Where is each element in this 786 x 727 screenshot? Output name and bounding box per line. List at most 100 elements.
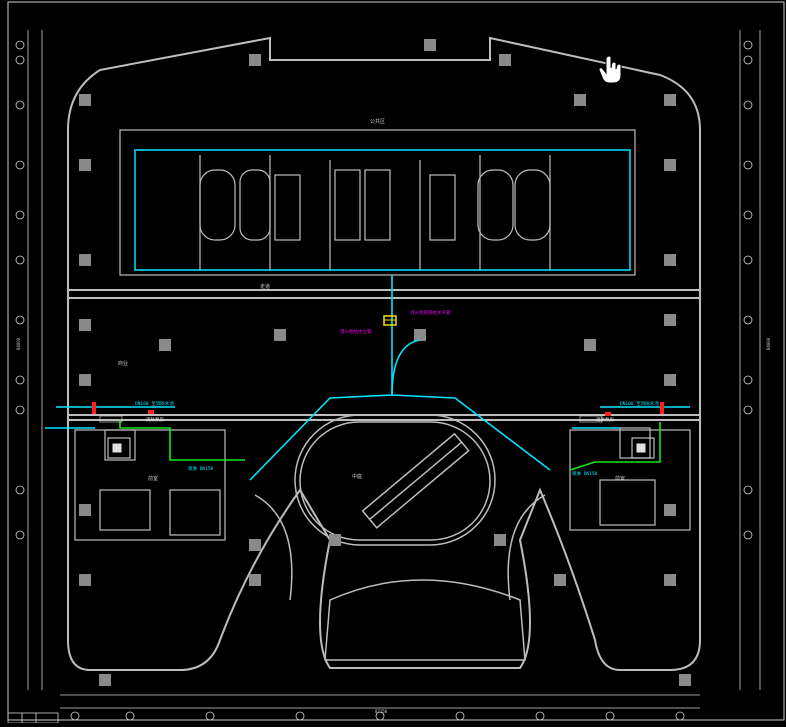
column: [79, 94, 91, 106]
column: [499, 54, 511, 66]
building-outline: [67, 36, 701, 671]
axis-bubble: [15, 530, 25, 540]
axis-bubble: [675, 711, 685, 721]
pump-box-left: [107, 437, 131, 459]
column: [554, 574, 566, 586]
axis-bubble: [15, 210, 25, 220]
pump-box-right: [631, 437, 655, 459]
axis-bubble: [743, 210, 753, 220]
axis-bubble: [743, 255, 753, 265]
riser-valve: [383, 315, 397, 326]
column: [79, 254, 91, 266]
column: [664, 159, 676, 171]
magenta-annotations: 消火栓系统给水干管 消火栓给水立管: [340, 309, 451, 335]
column: [79, 374, 91, 386]
column: [664, 254, 676, 266]
cyan-note-right: DN100 至消防水池: [620, 400, 659, 407]
axis-bubble: [743, 40, 753, 50]
green-pipe-network: [119, 420, 661, 471]
structural-columns: [79, 39, 691, 686]
axis-bubble: [743, 160, 753, 170]
column: [274, 329, 286, 341]
axis-bubble: [15, 160, 25, 170]
bottom-dimension-chain: [60, 694, 700, 709]
core-block: [119, 129, 636, 276]
axis-bubble: [15, 315, 25, 325]
column: [79, 159, 91, 171]
axis-bubble: [743, 485, 753, 495]
axis-bubble: [70, 711, 80, 721]
column: [679, 674, 691, 686]
magenta-note-top: 消火栓系统给水干管: [410, 309, 451, 316]
right-stair-core: [569, 427, 691, 531]
right-dimension-chain: [739, 30, 761, 690]
bottom-dim-total: 87150: [375, 709, 388, 714]
column: [494, 534, 506, 546]
left-dimension-chain: [27, 30, 43, 690]
cyan-annotations: DN100 至消防水池 DN100 至消防水池 喷淋 DN150 喷淋 DN15…: [135, 400, 659, 477]
axis-bubbles: [15, 40, 753, 721]
axis-bubble: [743, 315, 753, 325]
axis-bubble: [15, 40, 25, 50]
axis-bubble: [15, 100, 25, 110]
left-dim-total: 84000: [16, 337, 21, 350]
label-left-room: 前室: [148, 475, 158, 482]
column: [249, 574, 261, 586]
axis-bubble: [743, 100, 753, 110]
column: [584, 339, 596, 351]
right-dim-total: 84000: [766, 337, 771, 350]
axis-bubble: [455, 711, 465, 721]
green-note-right: 喷淋 DN150: [572, 470, 598, 477]
box-left-label: 消防泵房: [146, 416, 164, 423]
axis-bubble: [295, 711, 305, 721]
column: [249, 54, 261, 66]
label-right-room: 前室: [615, 475, 625, 482]
axis-bubble: [15, 255, 25, 265]
axis-bubble: [15, 55, 25, 65]
axis-bubble: [535, 711, 545, 721]
axis-bubble: [15, 375, 25, 385]
cyan-note-left: DN100 至消防水池: [135, 400, 174, 407]
column: [574, 94, 586, 106]
axis-bubble: [743, 530, 753, 540]
label-corridor: 走道: [260, 283, 270, 290]
column: [159, 339, 171, 351]
column: [424, 39, 436, 51]
box-labels: 消防泵房 消防泵房: [99, 415, 614, 423]
box-right-label: 消防泵房: [596, 416, 614, 423]
axis-bubble: [743, 375, 753, 385]
column: [414, 329, 426, 341]
column: [79, 504, 91, 516]
column: [664, 94, 676, 106]
column: [329, 534, 341, 546]
column: [249, 539, 261, 551]
column: [664, 574, 676, 586]
cyan-pipe-network: [45, 275, 690, 481]
axis-bubble: [605, 711, 615, 721]
column: [79, 574, 91, 586]
hand-pointer-icon: [598, 55, 622, 84]
axis-bubble: [15, 485, 25, 495]
column: [99, 674, 111, 686]
column: [664, 374, 676, 386]
column: [664, 504, 676, 516]
red-markers: [92, 402, 664, 416]
axis-bubble: [375, 711, 385, 721]
magenta-note-mid: 消火栓给水立管: [340, 328, 372, 335]
atrium: [294, 414, 496, 546]
column: [79, 319, 91, 331]
column: [664, 314, 676, 326]
axis-bubble: [205, 711, 215, 721]
label-center-oval: 中庭: [352, 473, 362, 480]
dimension-labels: 87150 84000 84000: [16, 337, 771, 714]
axis-bubble: [125, 711, 135, 721]
axis-bubble: [15, 405, 25, 415]
axis-bubble: [743, 55, 753, 65]
drawing-frame: [7, 1, 785, 721]
left-stair-core: [74, 429, 226, 541]
room-labels: 公共区 商业 中庭 走道 前室 前室: [118, 118, 625, 482]
label-left-area: 商业: [118, 360, 128, 367]
label-top-room: 公共区: [370, 118, 385, 125]
